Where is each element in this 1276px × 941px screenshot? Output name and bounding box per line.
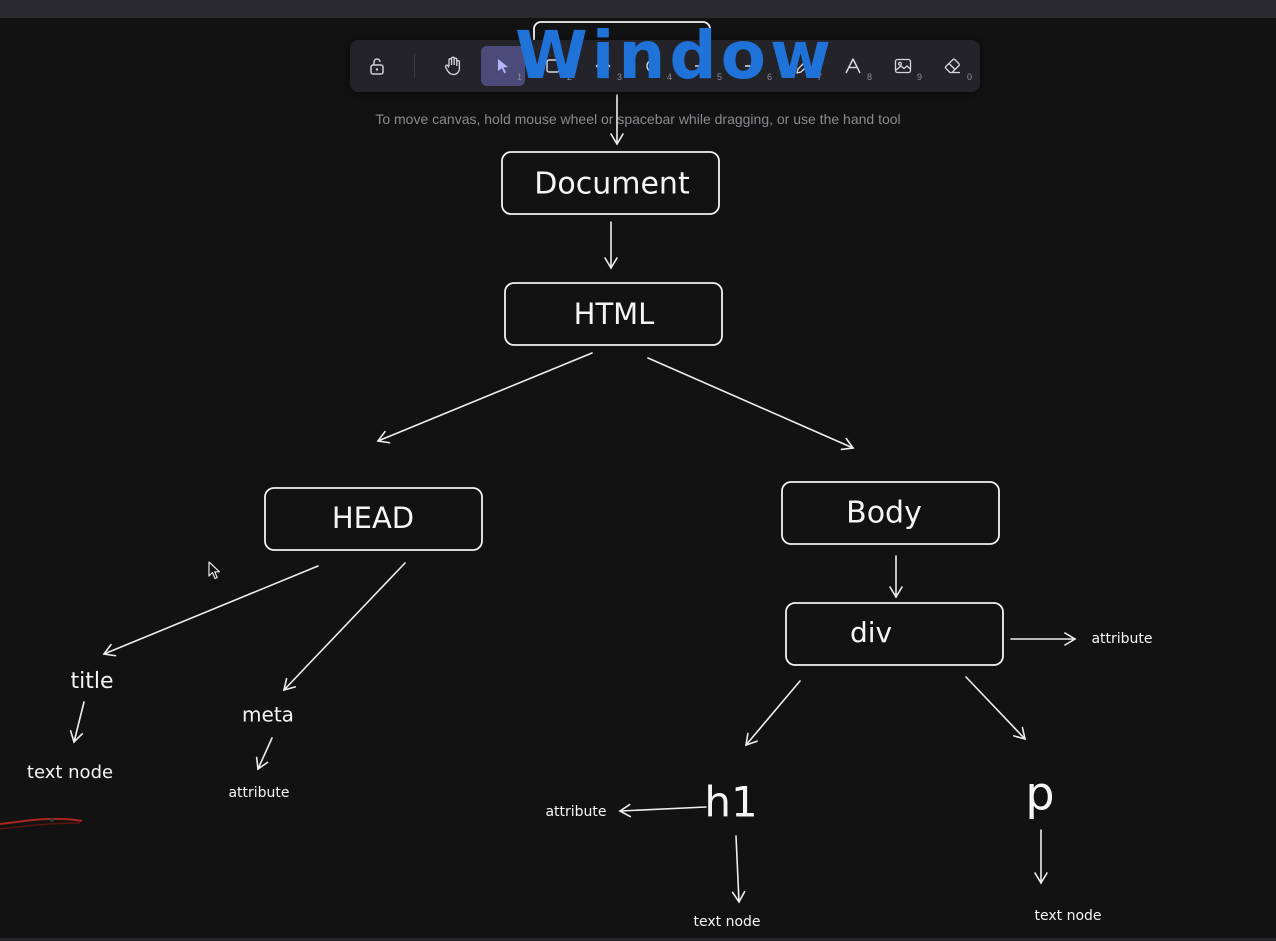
h1-attribute-label: attribute (545, 804, 606, 820)
head-node-box (264, 487, 483, 551)
document-node-box (501, 151, 720, 215)
mouse-cursor-icon (208, 561, 221, 580)
edge-title-textnode (69, 701, 85, 744)
div-node-label: div (850, 616, 892, 649)
pencil-draw-icon[interactable]: 7 (781, 46, 825, 86)
arrow-tool-key: 5 (716, 72, 722, 82)
edge-h1-textnode (731, 835, 746, 904)
image-tool-icon[interactable]: 9 (881, 46, 925, 86)
html-node-box (504, 282, 723, 346)
text-tool-key: 8 (866, 72, 872, 82)
rectangle-tool-key: 2 (566, 72, 572, 82)
hand-tool-icon[interactable] (431, 46, 475, 86)
selection-tool-key: 1 (516, 72, 522, 82)
whiteboard-canvas[interactable] (0, 18, 1276, 939)
window-annotation: Window (515, 17, 835, 94)
h1-node-label: h1 (704, 778, 757, 827)
diamond-tool-icon[interactable]: 3 (581, 46, 625, 86)
document-node-label: Document (534, 167, 690, 202)
line-tool-icon[interactable]: 6 (731, 46, 775, 86)
drawing-toolbar: 1 2 3 4 5 6 7 8 9 0 (350, 40, 980, 92)
text-tool-icon[interactable]: 8 (831, 46, 875, 86)
edge-head-title (102, 565, 319, 657)
p-node-label: p (1025, 767, 1054, 821)
canvas-bottom-edge (0, 938, 1276, 941)
red-scribble-mark (0, 817, 83, 830)
h1-textnode-label: text node (693, 914, 760, 930)
eraser-tool-key: 0 (966, 72, 972, 82)
canvas-hint-text: To move canvas, hold mouse wheel or spac… (375, 111, 901, 127)
selection-tool-icon[interactable]: 1 (481, 46, 525, 86)
draw-tool-key: 7 (816, 72, 822, 82)
div-attribute-label: attribute (1091, 631, 1152, 647)
edge-div-h1 (744, 680, 801, 747)
rectangle-tool-icon[interactable]: 2 (531, 46, 575, 86)
ellipse-tool-key: 4 (666, 72, 672, 82)
diamond-tool-key: 3 (616, 72, 622, 82)
meta-attribute-label: attribute (228, 785, 289, 801)
lock-icon[interactable] (355, 46, 399, 86)
p-textnode-label: text node (1034, 908, 1101, 924)
body-node-label: Body (846, 496, 922, 531)
eraser-tool-icon[interactable]: 0 (931, 46, 975, 86)
title-node-label: title (70, 669, 113, 694)
head-node-label: HEAD (332, 501, 414, 535)
div-node-box (785, 602, 1004, 666)
edge-html-head (376, 352, 593, 444)
image-tool-key: 9 (916, 72, 922, 82)
edge-html-body (647, 357, 855, 451)
ellipse-tool-icon[interactable]: 4 (631, 46, 675, 86)
edge-h1-attribute (618, 803, 707, 818)
arrow-tool-icon[interactable]: 5 (681, 46, 725, 86)
toolbar-separator (414, 54, 415, 78)
body-node-box (781, 481, 1000, 545)
title-textnode-label: text node (27, 762, 113, 783)
line-tool-key: 6 (766, 72, 772, 82)
html-node-label: HTML (574, 297, 655, 331)
edge-head-meta (282, 562, 406, 692)
meta-node-label: meta (242, 703, 294, 727)
edge-div-p (965, 676, 1027, 741)
edge-meta-attribute (255, 737, 273, 771)
